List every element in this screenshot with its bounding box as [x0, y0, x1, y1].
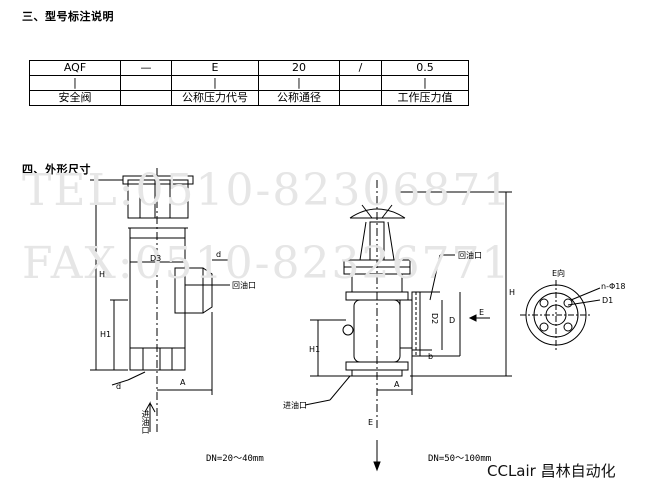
right-dim-D2: D2: [430, 313, 439, 325]
section-3-title: 三、型号标注说明: [22, 10, 114, 23]
left-caption: DN=20～40mm: [206, 454, 264, 464]
table-cell: 公称压力代号: [171, 90, 259, 106]
left-outlet-label: 回油口: [232, 281, 256, 290]
table-cell: |: [381, 75, 469, 91]
left-dim-D3: D3: [150, 254, 162, 263]
right-valve-body: [342, 180, 421, 430]
table-cell: 安全阀: [29, 90, 121, 106]
right-dim-H1: H1: [309, 345, 321, 354]
right-dimensions: [304, 191, 512, 472]
e-view-D1: D1: [602, 296, 614, 305]
left-dim-H: H: [99, 270, 106, 279]
model-code-table: AQF — E 20 / 0.5 | | | | 安全阀 公称压力代号 公称通径…: [29, 60, 469, 106]
left-dimensions: [90, 179, 230, 432]
left-dim-H1: H1: [100, 330, 112, 339]
table-cell: 公称通径: [258, 90, 340, 106]
right-dim-E-bottom: E: [368, 418, 374, 427]
right-inlet-label: 进油口: [283, 401, 307, 410]
section-4-title: 四、外形尺寸: [22, 163, 91, 176]
e-view-flange: [520, 280, 601, 350]
left-valve-body: [122, 168, 213, 432]
right-dim-H: H: [509, 288, 516, 297]
watermark-tel: TEL:0510-82306871: [22, 165, 513, 216]
e-view-title: E向: [552, 269, 566, 278]
right-dim-E: E: [479, 308, 485, 317]
e-view-holes: n-Φ18: [601, 282, 626, 291]
table-row: 安全阀 公称压力代号 公称通径 工作压力值: [29, 90, 469, 106]
right-dim-D: D: [449, 316, 456, 325]
right-dim-A: A: [394, 380, 400, 389]
table-row: | | | |: [29, 75, 469, 91]
brand-logo-text: CCLair 昌林自动化: [487, 462, 616, 480]
table-cell: 工作压力值: [381, 90, 469, 106]
left-inlet-label: 进油口: [141, 410, 150, 434]
left-dim-d-bottom: d: [116, 382, 122, 391]
right-caption: DN=50～100mm: [428, 454, 492, 464]
right-outlet-label: 回油口: [458, 251, 482, 260]
left-dim-d-top: d: [216, 250, 222, 259]
watermark-fax: FAX:0510-82326771: [22, 238, 512, 289]
left-dim-A: A: [180, 378, 186, 387]
right-dim-b: b: [428, 352, 434, 361]
